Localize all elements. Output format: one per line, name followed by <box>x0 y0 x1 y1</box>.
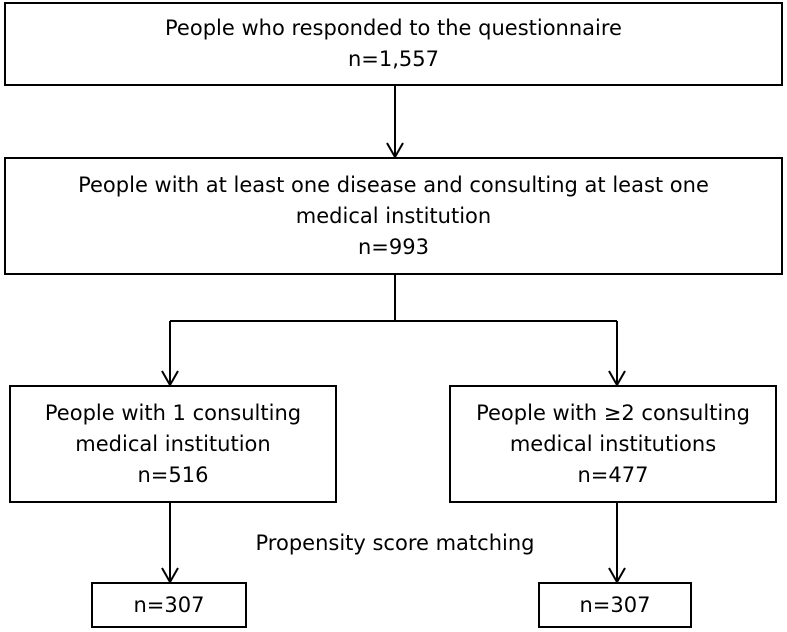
disease-consulting-count: n=993 <box>358 234 429 259</box>
single-institution-label-line-2: medical institution <box>75 431 271 456</box>
matched-single-institution-count: n=307 <box>133 592 205 617</box>
multiple-institutions-label-line-1: People with ≥2 consulting <box>476 400 750 425</box>
respondents-box: People who responded to the questionnair… <box>4 2 783 86</box>
multiple-institutions-label-line-2: medical institutions <box>509 431 717 456</box>
matched-single-institution-box: n=307 <box>91 582 247 628</box>
multiple-institutions-count: n=477 <box>577 462 649 487</box>
single-institution-box: People with 1 consulting medical institu… <box>9 385 337 503</box>
matched-multiple-institutions-box: n=307 <box>538 582 692 628</box>
matched-multiple-institutions-count: n=307 <box>579 592 651 617</box>
respondents-label: People who responded to the questionnair… <box>165 16 622 40</box>
disease-consulting-label-line-2: medical institution <box>295 203 492 228</box>
multiple-institutions-box: People with ≥2 consulting medical instit… <box>449 385 777 503</box>
disease-consulting-label-line-1: People with at least one disease and con… <box>78 172 709 197</box>
single-institution-label-line-1: People with 1 consulting <box>44 400 302 425</box>
respondents-count: n=1,557 <box>347 47 440 71</box>
propensity-score-matching-label: Propensity score matching <box>255 531 535 555</box>
single-institution-count: n=516 <box>137 462 209 487</box>
disease-consulting-box: People with at least one disease and con… <box>4 157 783 275</box>
